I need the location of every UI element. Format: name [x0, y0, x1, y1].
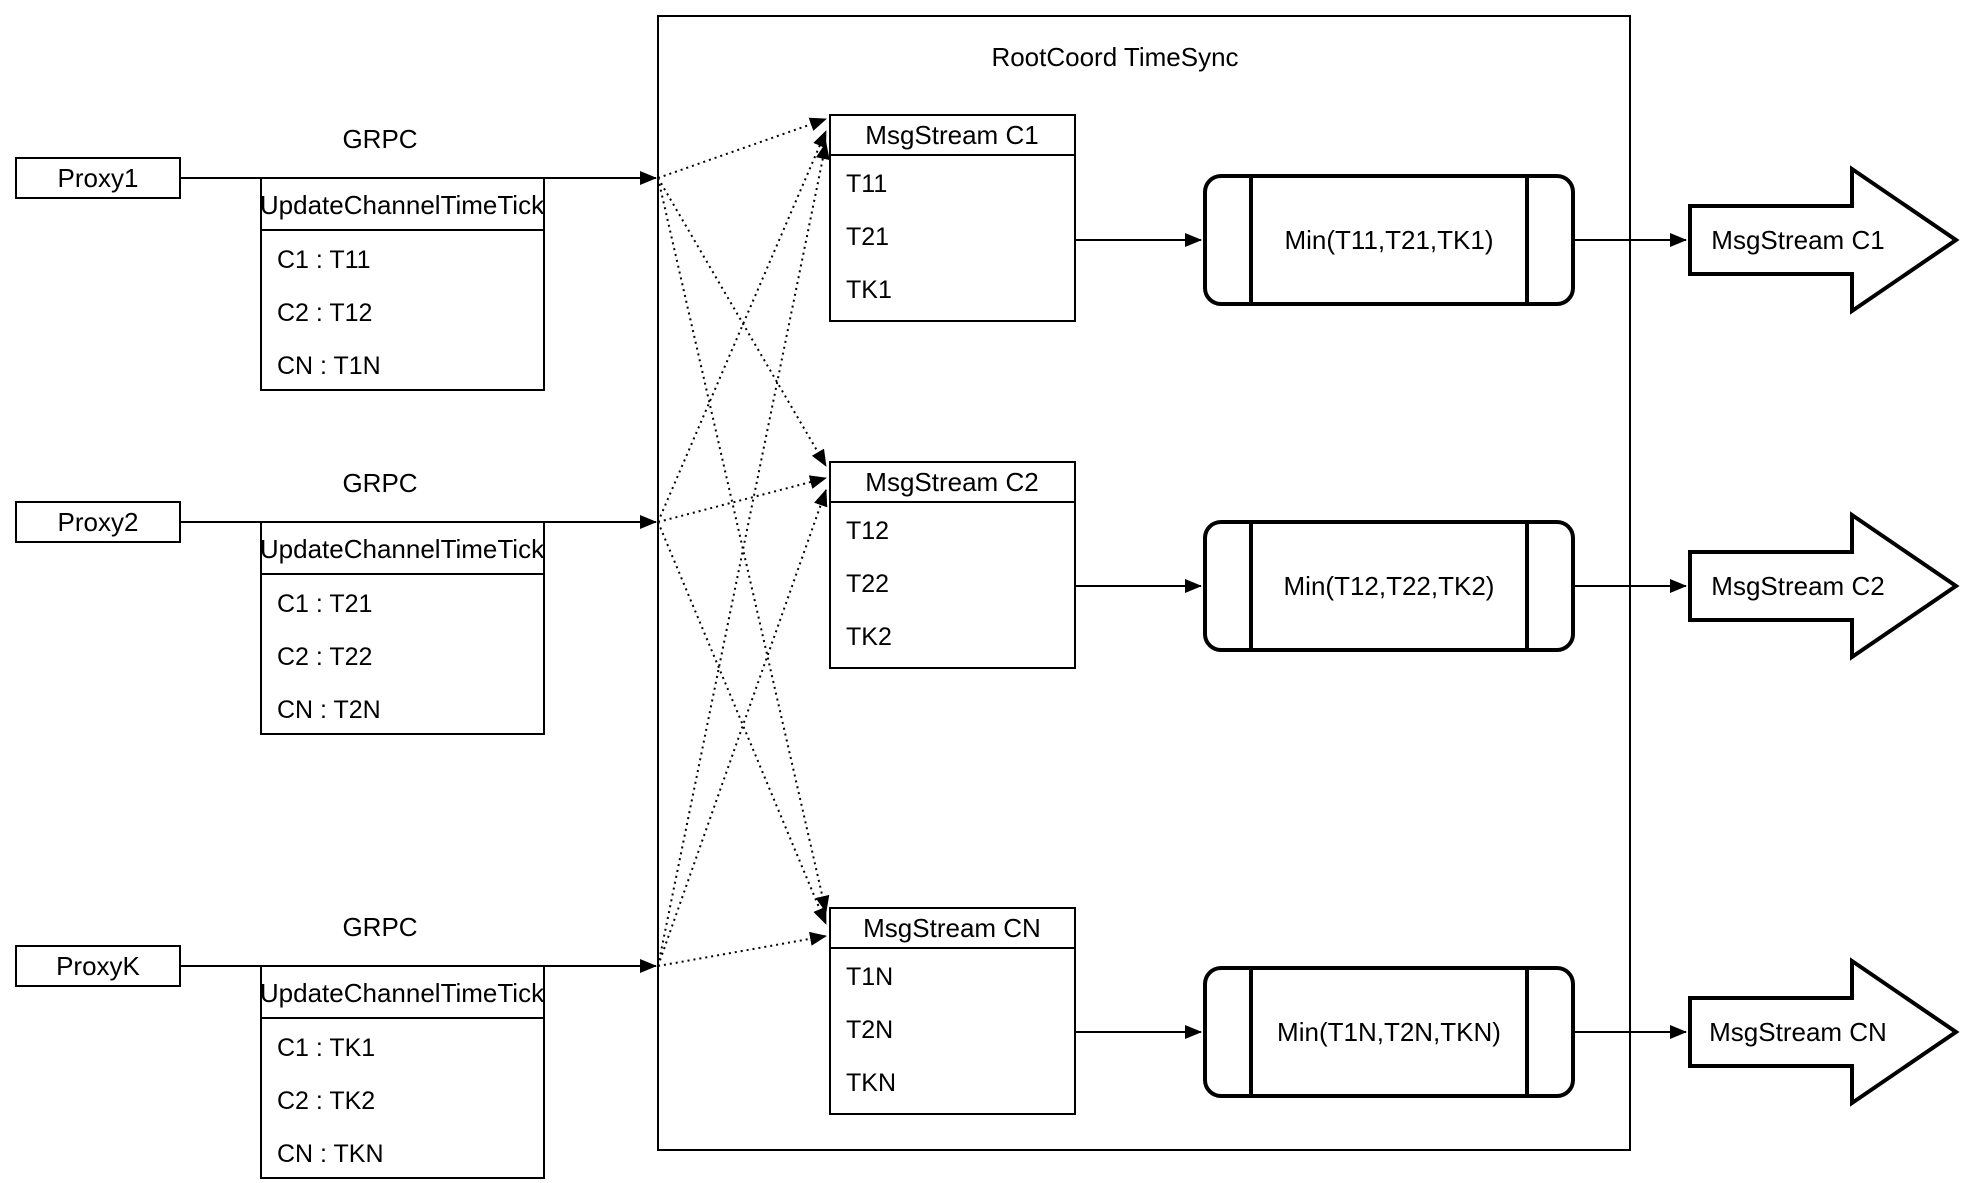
msgstream-c1-table [829, 114, 1076, 322]
table3-header: UpdateChannelTimeTick [260, 978, 545, 1008]
table1-row2: C2 : T12 [277, 299, 372, 327]
dotted-wire-p2-cn [657, 521, 827, 925]
msgstream-c1-entry3: TK1 [846, 276, 892, 304]
dotted-wire-pk-cn [657, 931, 827, 967]
msgstream-c2-entry3: TK2 [846, 623, 892, 651]
msgstream-cn-header: MsgStream CN [863, 913, 1041, 943]
table2-header: UpdateChannelTimeTick [260, 534, 545, 564]
msgstream-cn-entry3: TKN [846, 1069, 896, 1097]
msgstream-c1-entry1: T11 [846, 170, 887, 198]
msgstream-c1-header: MsgStream C1 [865, 120, 1038, 150]
dotted-wire-p2-c1 [657, 130, 827, 523]
table3-row3: CN : TKN [277, 1140, 384, 1168]
grpc-label-3: GRPC [342, 912, 417, 942]
proxy2-box [15, 501, 181, 543]
table3-row2: C2 : TK2 [277, 1087, 375, 1115]
grpc-label-1: GRPC [342, 124, 417, 154]
msgstream-c2-header: MsgStream C2 [865, 467, 1038, 497]
min-cn-label: Min(T1N,T2N,TKN) [1277, 1017, 1501, 1047]
dotted-wire-pk-c2 [657, 489, 828, 967]
table1-row3: CN : T1N [277, 352, 381, 380]
msgstream-cn-table [829, 907, 1076, 1115]
proxy2-label: Proxy2 [58, 507, 139, 537]
output-arrow-cn [1688, 957, 1960, 1107]
grpc-label-2: GRPC [342, 468, 417, 498]
min-c1-label: Min(T11,T21,TK1) [1284, 225, 1493, 255]
msgstream-c1-entry2: T21 [846, 223, 889, 251]
output-arrow-c1 [1688, 165, 1960, 315]
min-c2-label: Min(T12,T22,TK2) [1284, 571, 1495, 601]
msgstream-cn-entry2: T2N [846, 1016, 893, 1044]
dotted-wire-pk-c1 [657, 142, 830, 967]
update-channel-timetick-table-1 [260, 177, 545, 391]
msgstream-cn-entry1: T1N [846, 963, 893, 991]
table2-row1: C1 : T21 [277, 590, 372, 618]
proxyk-box [15, 945, 181, 987]
dotted-wire-p1-c2 [657, 177, 827, 467]
msgstream-c2-entry2: T22 [846, 570, 889, 598]
output-arrow-c2 [1688, 511, 1960, 661]
table1-row1: C1 : T11 [277, 246, 371, 274]
output-arrow-cn-label: MsgStream CN [1709, 1017, 1887, 1047]
table2-row3: CN : T2N [277, 696, 381, 724]
table2-row2: C2 : T22 [277, 643, 372, 671]
table1-header: UpdateChannelTimeTick [260, 190, 545, 220]
output-arrow-c2-label: MsgStream C2 [1711, 571, 1884, 601]
output-arrow-c1-label: MsgStream C1 [1711, 225, 1884, 255]
rootcoord-title: RootCoord TimeSync [991, 42, 1238, 72]
update-channel-timetick-table-3 [260, 965, 545, 1179]
proxy1-label: Proxy1 [58, 163, 139, 193]
proxy1-box [15, 157, 181, 199]
proxyk-label: ProxyK [56, 951, 140, 981]
dotted-wire-p2-c2 [657, 475, 827, 523]
msgstream-c2-table [829, 461, 1076, 669]
msgstream-c2-entry1: T12 [846, 517, 889, 545]
table3-row1: C1 : TK1 [277, 1034, 375, 1062]
update-channel-timetick-table-2 [260, 521, 545, 735]
